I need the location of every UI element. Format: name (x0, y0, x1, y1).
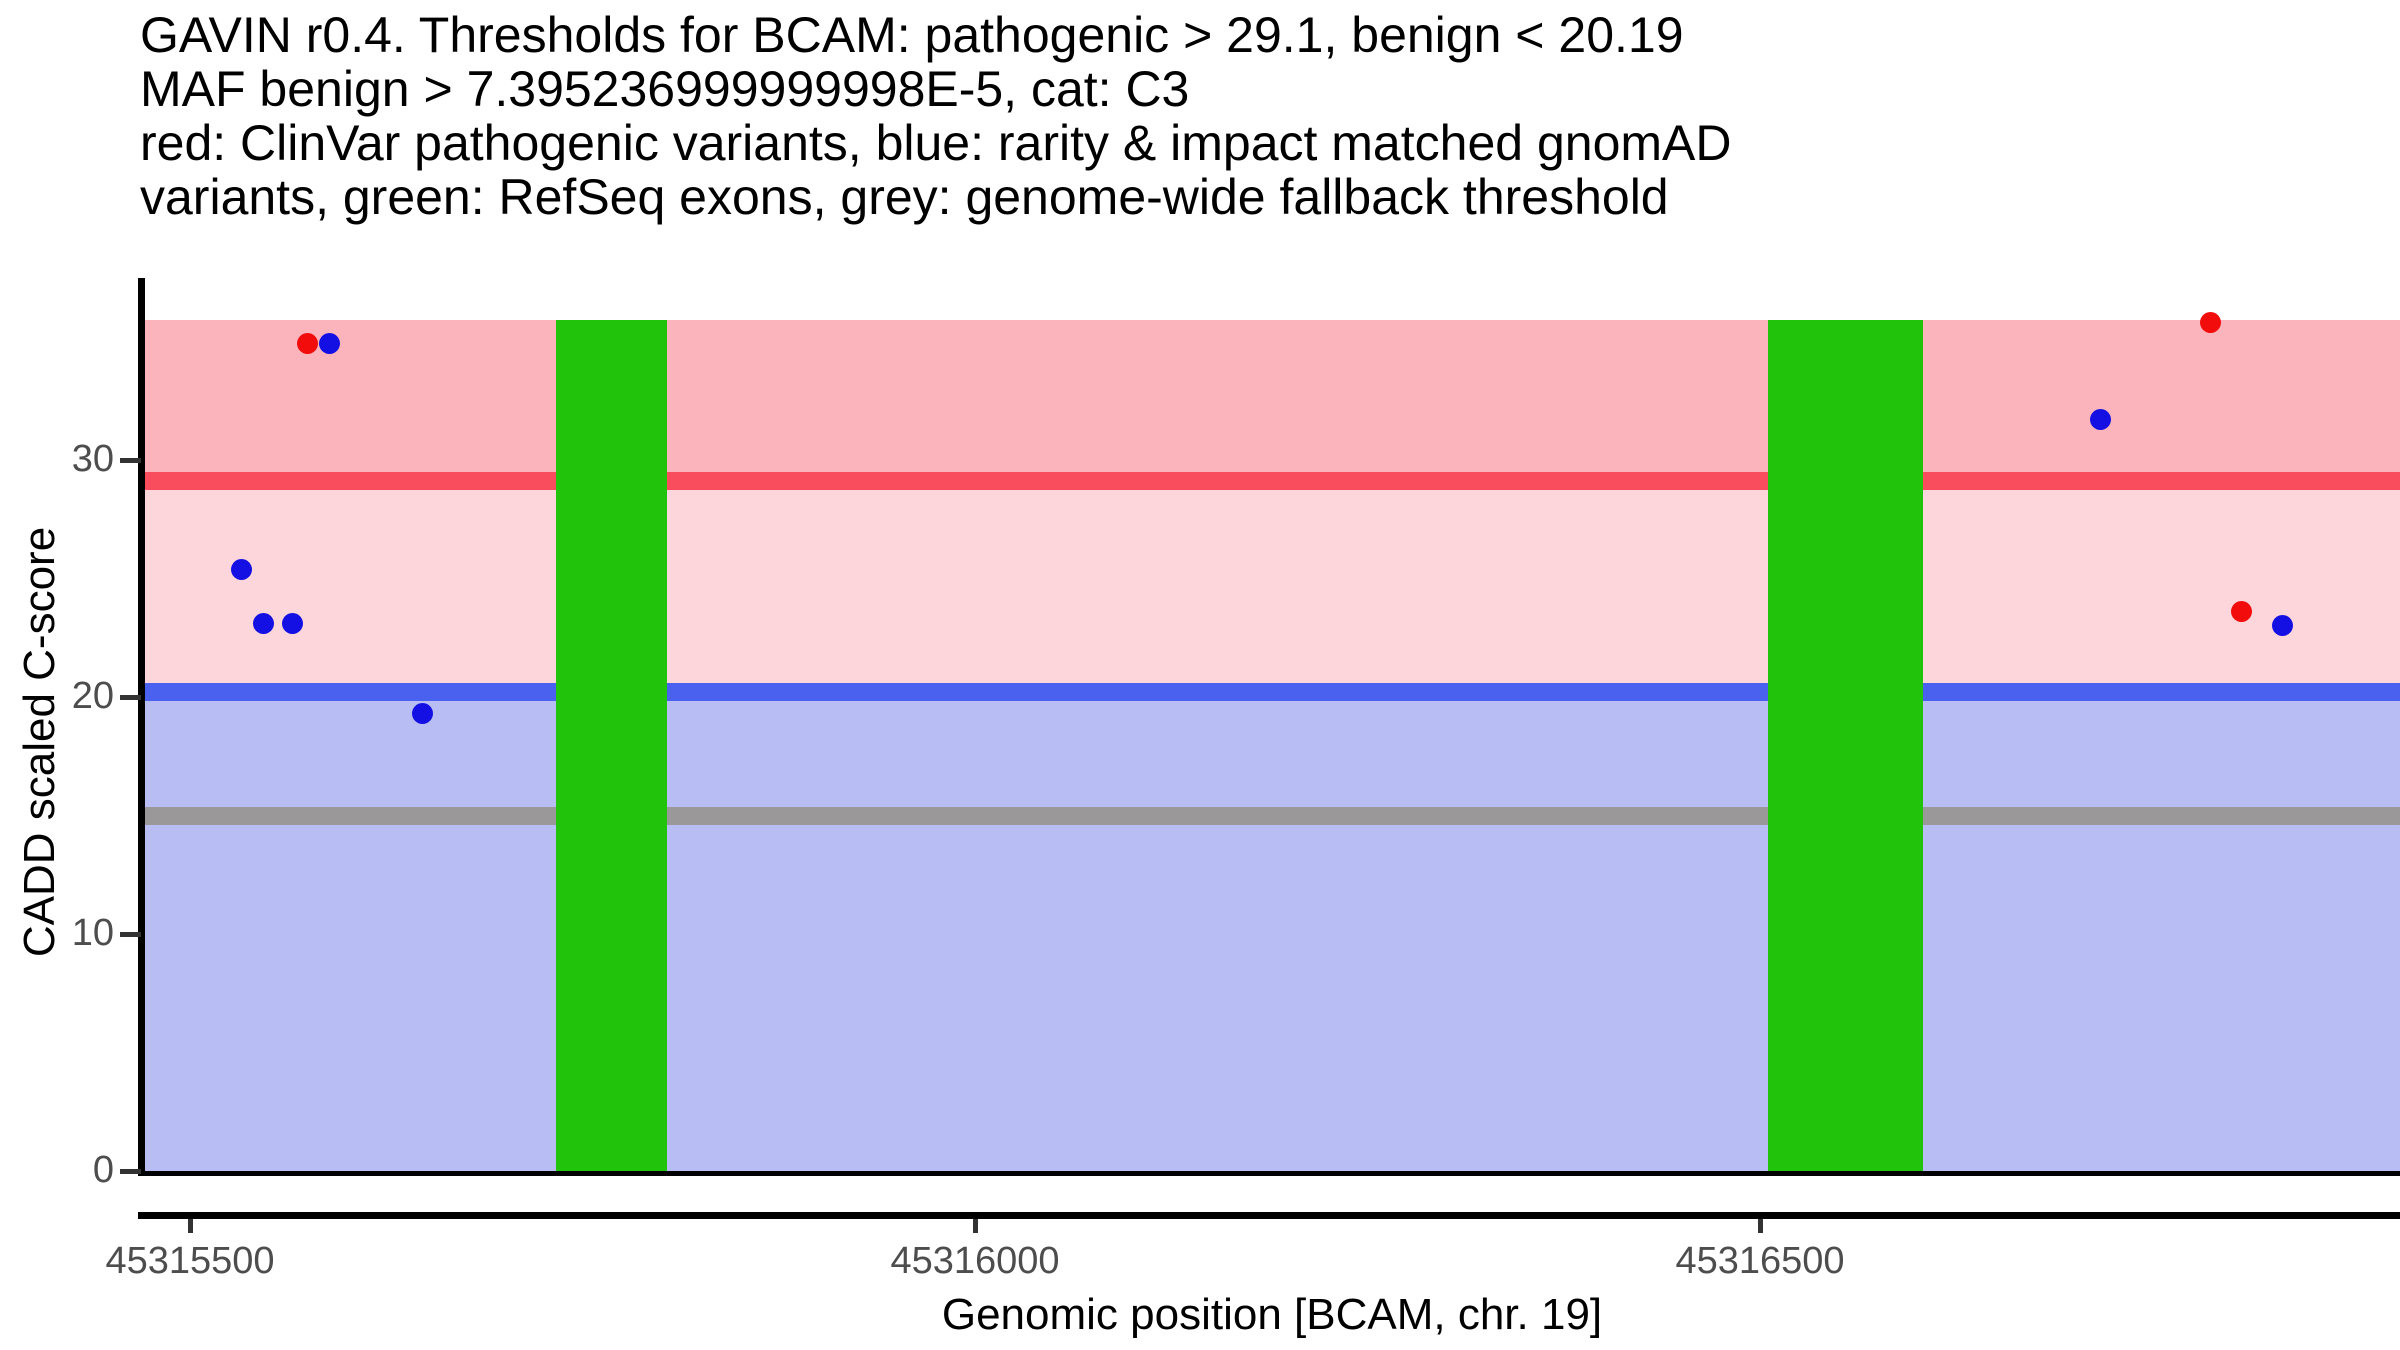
benign-threshold-line (144, 683, 2400, 702)
x-tick-label: 45316000 (890, 1240, 1060, 1282)
variant-point (2090, 409, 2112, 431)
y-tick-label: 0 (92, 1149, 114, 1191)
title-line-3: red: ClinVar pathogenic variants, blue: … (140, 115, 1732, 171)
y-axis-line (138, 278, 145, 1176)
panel-bottom-border (138, 1171, 2400, 1176)
variant-point (281, 613, 303, 635)
variant-point (253, 613, 275, 635)
variant-point (2272, 615, 2294, 637)
x-tick-mark (972, 1219, 978, 1233)
refseq-exon-bar-2 (1767, 320, 1924, 1171)
vous-region-band (144, 481, 2400, 693)
x-tick-mark (187, 1219, 193, 1233)
y-tick-label: 20 (71, 675, 114, 717)
x-axis-title: Genomic position [BCAM, chr. 19] (941, 1290, 1603, 1339)
x-axis-line (138, 1212, 2400, 1219)
x-tick-label: 45316500 (1675, 1240, 1845, 1282)
variant-point (231, 558, 253, 580)
pathogenic-threshold-line (144, 472, 2400, 491)
x-tick-label: 45315500 (105, 1240, 275, 1282)
variant-point (297, 333, 319, 355)
y-tick-label: 30 (71, 438, 114, 480)
variant-point (2231, 601, 2253, 623)
pathogenic-region-band (144, 320, 2400, 482)
y-axis-title: CADD scaled C-score (15, 526, 64, 958)
benign-region-band (144, 692, 2400, 1171)
y-tick-label: 10 (71, 912, 114, 954)
x-tick-mark (1757, 1219, 1763, 1233)
y-tick-mark (120, 457, 141, 463)
y-tick-mark (120, 1168, 141, 1174)
y-tick-mark (120, 694, 141, 700)
genome-wide-fallback-threshold-line (144, 806, 2400, 825)
title-line-4: variants, green: RefSeq exons, grey: gen… (140, 169, 1669, 225)
refseq-exon-bar-1 (555, 320, 668, 1171)
y-tick-mark (120, 931, 141, 937)
variant-point (319, 333, 341, 355)
variant-point (411, 703, 433, 725)
variant-point (2200, 312, 2222, 334)
chart-title: GAVIN r0.4. Thresholds for BCAM: pathoge… (140, 8, 1731, 224)
title-line-2: MAF benign > 7.395236999999998E-5, cat: … (140, 61, 1190, 117)
title-line-1: GAVIN r0.4. Thresholds for BCAM: pathoge… (140, 7, 1684, 63)
